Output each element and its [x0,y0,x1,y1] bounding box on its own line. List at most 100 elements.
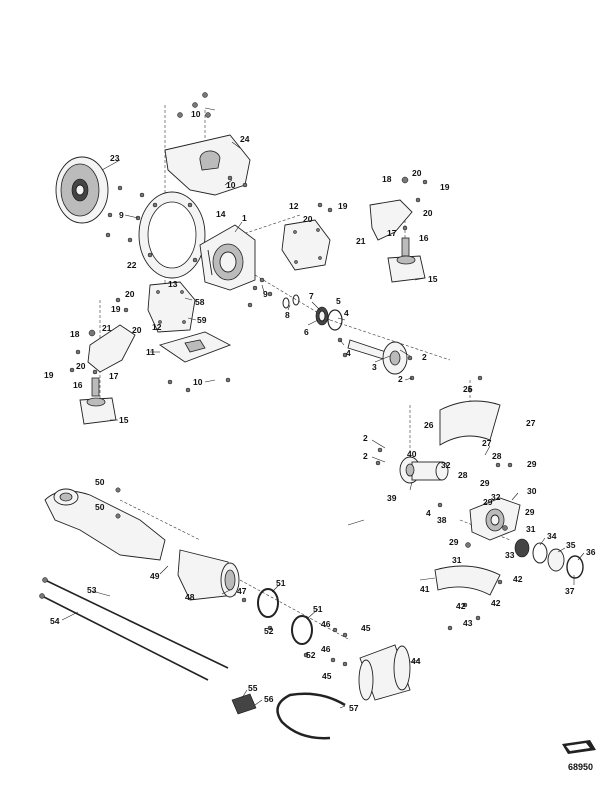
callout-23: 23 [110,153,120,163]
upper-shield [439,400,501,446]
callout-42: 42 [456,601,466,611]
exhaust-pipe [177,549,240,601]
callout-14: 14 [216,209,226,219]
bottom-cover-plate [158,331,232,363]
callout-29: 29 [480,478,490,488]
callout-27: 27 [526,418,536,428]
callout-48: 48 [185,592,195,602]
callout-16: 16 [419,233,429,243]
callout-45: 45 [322,671,332,681]
callout-50: 50 [95,502,105,512]
callout-labels: 1 2 2 2 2 3 4 4 4 5 6 7 8 9 9 10 10 10 1… [44,109,596,713]
callout-4: 4 [344,308,349,318]
callout-19: 19 [338,201,348,211]
callout-19: 19 [44,370,54,380]
callout-21: 21 [356,236,366,246]
leader-lines [61,107,585,709]
callout-47: 47 [237,586,247,596]
callout-18: 18 [382,174,392,184]
callout-17: 17 [109,371,119,381]
callout-49: 49 [150,571,160,581]
callout-35: 35 [566,540,576,550]
callout-51: 51 [276,578,286,588]
callout-24: 24 [240,134,250,144]
hose-clamps [257,588,313,645]
callout-33: 33 [505,550,515,560]
callout-44: 44 [411,656,421,666]
boat-logo-icon [562,740,596,754]
callout-7: 7 [309,291,314,301]
callout-42: 42 [491,598,501,608]
output-flange [399,456,449,484]
callout-32: 32 [491,492,501,502]
callout-9: 9 [119,210,124,220]
callout-2: 2 [363,433,368,443]
callout-53: 53 [87,585,97,595]
seal-rings [282,294,343,331]
callout-42: 42 [513,574,523,584]
bearing-block [469,497,521,541]
callout-8: 8 [285,310,290,320]
callout-29: 29 [449,537,459,547]
callout-21: 21 [102,323,112,333]
callout-15: 15 [119,415,129,425]
bearing-seals [514,538,584,579]
callout-51: 51 [313,604,323,614]
callout-13: 13 [168,279,178,289]
exhaust-muffler [358,644,411,701]
callout-29: 29 [525,507,535,517]
callout-2: 2 [363,451,368,461]
lower-shield [434,565,501,596]
engine-mount-right [369,199,426,283]
callout-20: 20 [423,208,433,218]
callout-2: 2 [422,352,427,362]
flywheel-housing [138,191,206,279]
callout-54: 54 [50,616,60,626]
drive-housing [199,224,256,291]
callout-22: 22 [127,260,137,270]
callout-55: 55 [248,683,258,693]
callout-46: 46 [321,619,331,629]
tie-rods [39,577,229,681]
callout-10: 10 [193,377,203,387]
callout-58: 58 [195,297,205,307]
callout-28: 28 [458,470,468,480]
callout-16: 16 [73,380,83,390]
callout-10: 10 [191,109,201,119]
callout-17: 17 [387,228,397,238]
callout-19: 19 [111,304,121,314]
callout-28: 28 [492,451,502,461]
callout-34: 34 [547,531,557,541]
callout-50: 50 [95,477,105,487]
callout-36: 36 [586,547,596,557]
callout-1: 1 [242,213,247,223]
drain-fitting [231,693,257,715]
side-mount-plate-right [281,219,331,271]
callout-20: 20 [76,361,86,371]
callout-32: 32 [441,460,451,470]
drain-hose [276,692,346,740]
callout-37: 37 [565,586,575,596]
figure-number: 68950 [568,762,594,772]
callout-20: 20 [132,325,142,335]
drive-shaft [347,339,408,375]
callout-5: 5 [336,296,341,306]
callout-52: 52 [306,650,316,660]
flywheel-coupler [55,156,109,224]
callout-31: 31 [526,524,536,534]
callout-52: 52 [264,626,274,636]
callout-38: 38 [437,515,447,525]
callout-41: 41 [420,584,430,594]
callout-45: 45 [361,623,371,633]
callout-46: 46 [321,644,331,654]
callout-30: 30 [527,486,537,496]
callout-56: 56 [264,694,274,704]
callout-29: 29 [483,497,493,507]
callout-6: 6 [304,327,309,337]
callout-11: 11 [146,347,155,357]
callout-26: 26 [424,420,434,430]
callout-4: 4 [426,508,431,518]
callout-20: 20 [125,289,135,299]
